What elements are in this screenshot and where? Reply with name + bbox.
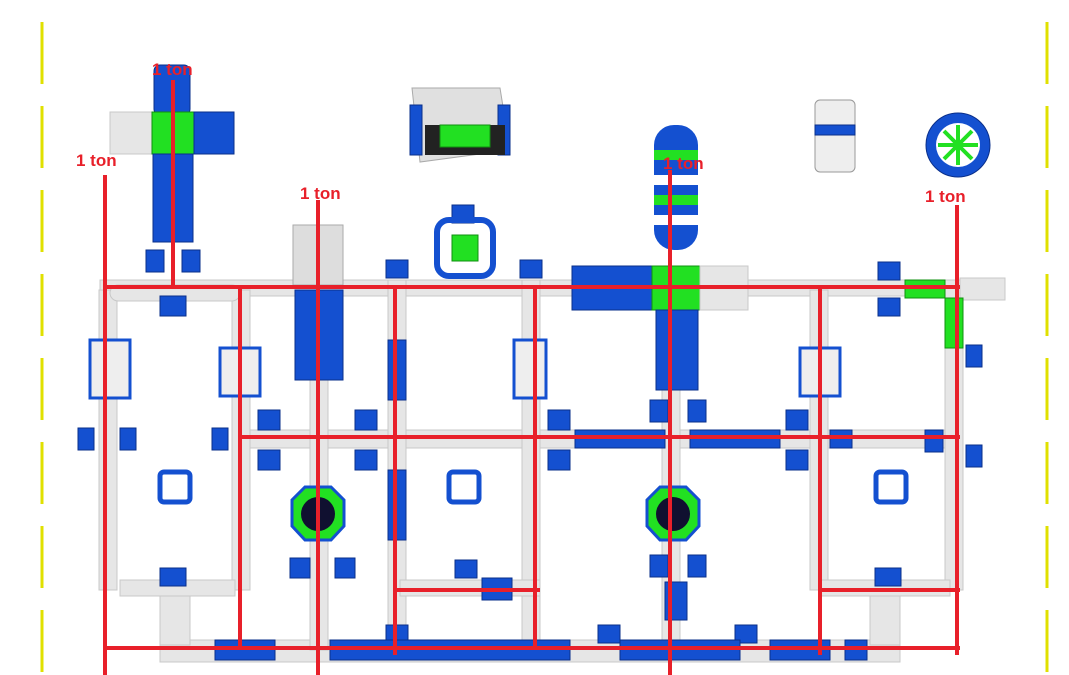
anchor-label: 1 ton	[76, 151, 117, 170]
anchor-lines	[103, 80, 960, 675]
slide-module-top	[409, 87, 511, 163]
anchor-label: 1 ton	[663, 154, 704, 173]
barrels	[157, 469, 909, 505]
octagon-frame	[434, 217, 496, 279]
walkways	[98, 279, 1001, 663]
anchor-label: 1 ton	[925, 187, 966, 206]
blue-modules	[77, 204, 983, 661]
striped-tower	[571, 125, 749, 391]
anchor-label: 1 ton	[152, 60, 193, 79]
trampolines	[290, 485, 701, 542]
ladder-modules	[88, 338, 842, 400]
spinner-wheel	[925, 112, 991, 178]
small-module	[814, 99, 856, 173]
anchor-label: 1 ton	[300, 184, 341, 203]
